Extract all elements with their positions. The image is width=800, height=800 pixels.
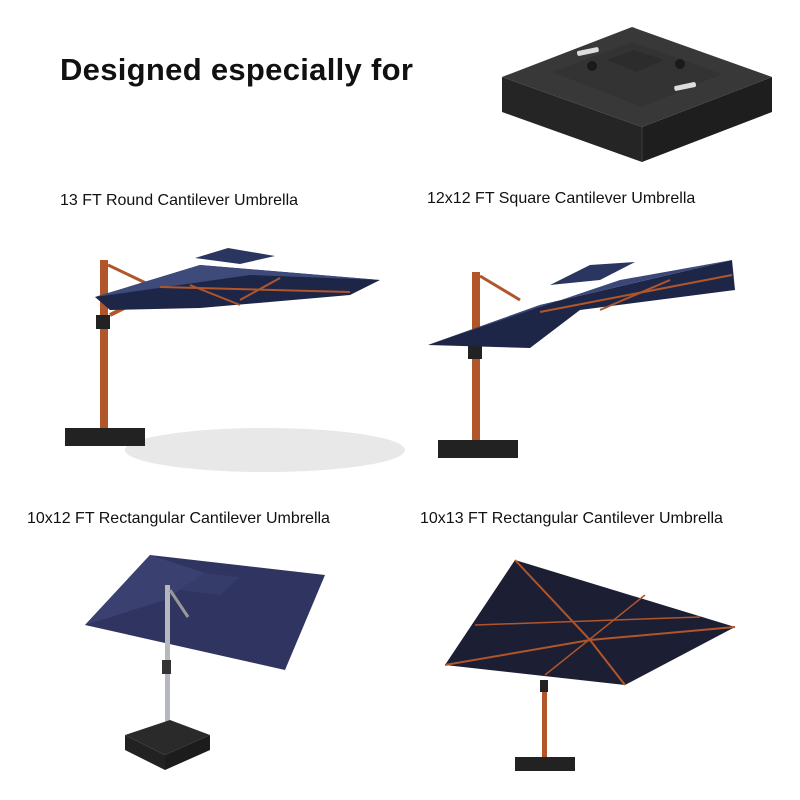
rectangular-umbrella-grey-pole-image	[70, 545, 340, 785]
product-caption: 10x12 FT Rectangular Cantilever Umbrella	[27, 510, 330, 527]
product-caption: 12x12 FT Square Cantilever Umbrella	[427, 190, 696, 207]
umbrella-base-image	[492, 22, 782, 172]
headline: Designed especially for	[60, 52, 414, 87]
round-umbrella-image	[50, 230, 410, 480]
square-umbrella-image	[420, 240, 750, 470]
rectangular-umbrella-wood-pole-image	[430, 545, 750, 785]
product-caption: 13 FT Round Cantilever Umbrella	[60, 192, 299, 209]
product-caption: 10x13 FT Rectangular Cantilever Umbrella	[420, 510, 723, 527]
